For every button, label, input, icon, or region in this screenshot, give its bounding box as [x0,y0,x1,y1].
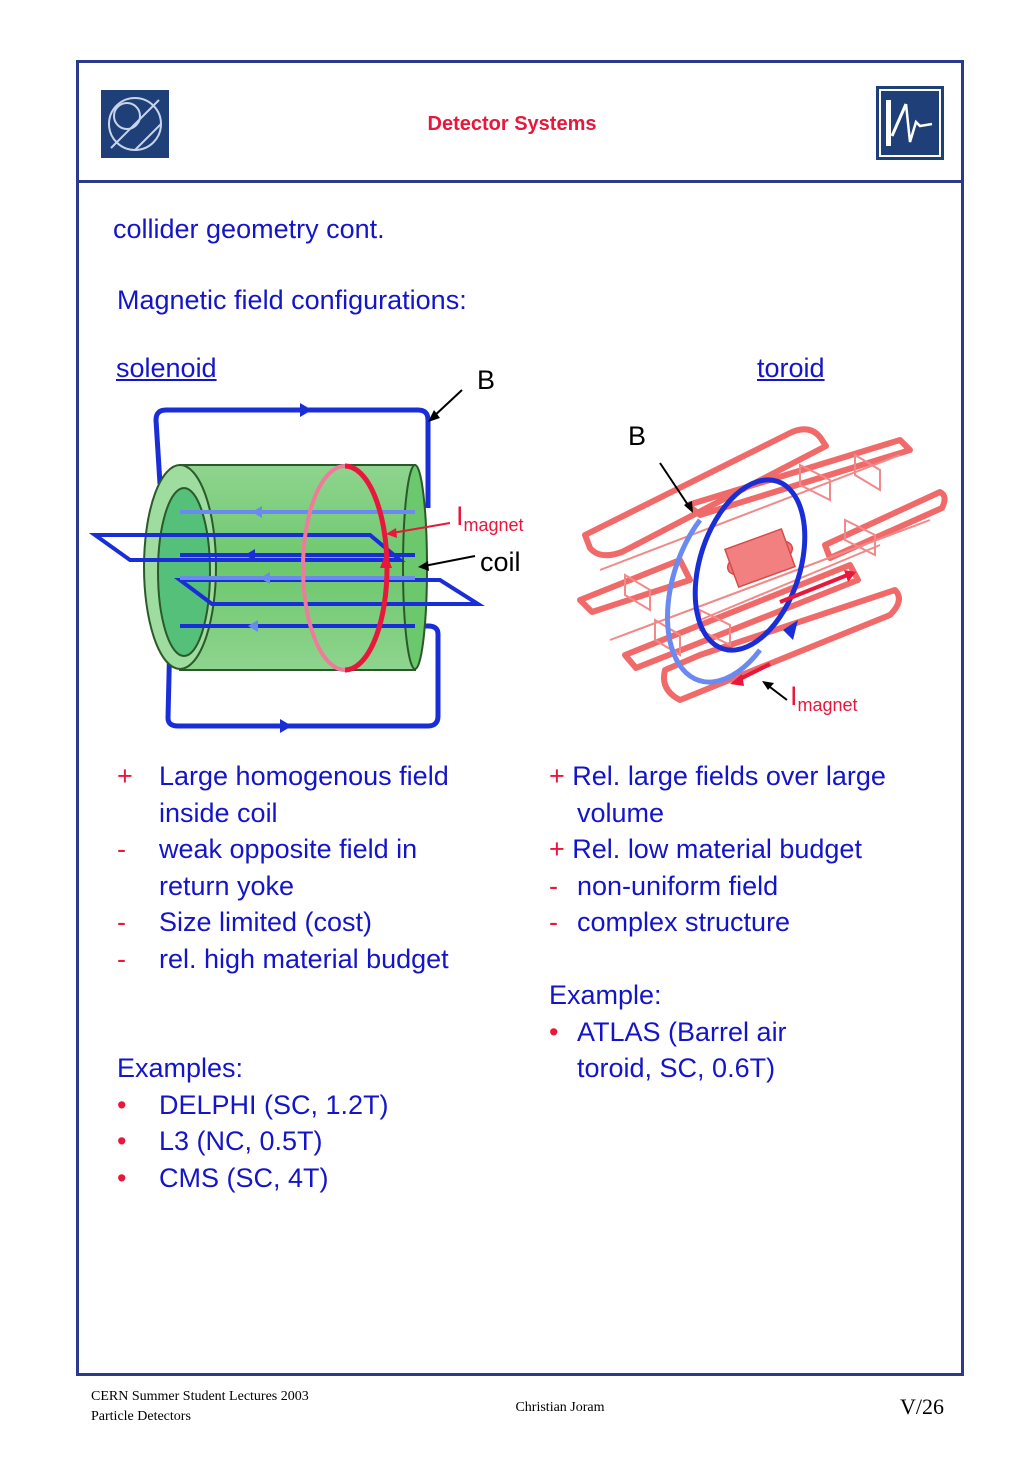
footer-line1: CERN Summer Student Lectures 2003 [91,1389,309,1404]
toroid-current-label: Imagnet [790,681,858,715]
solenoid-examples: Examples: •DELPHI (SC, 1.2T) •L3 (NC, 0.… [117,1050,389,1196]
list-item: •DELPHI (SC, 1.2T) [117,1089,389,1120]
slide-subtitle: Magnetic field configurations: [117,285,467,315]
footer-left: CERN Summer Student Lectures 2003 Partic… [91,1387,309,1427]
solenoid-label: solenoid [116,353,217,383]
list-item: -Size limited (cost) [117,907,373,937]
list-item-continuation: toroid, SC, 0.6T) [577,1053,776,1083]
header-title: Detector Systems [427,113,597,135]
solenoid-pros-cons: +Large homogenous field inside coil -wea… [117,758,449,977]
slide-frame [76,60,964,1376]
toroid-examples: Example: •ATLAS (Barrel air toroid, SC, … [549,977,787,1087]
list-item: -weak opposite field in [117,834,418,864]
list-item-continuation: volume [577,797,665,828]
list-item: + Rel. low material budget [549,834,862,864]
list-item: -non-uniform field [549,870,779,901]
toroid-pros-cons: + Rel. large fields over large volume + … [549,758,886,941]
examples-title: Examples: [117,1053,244,1083]
list-item: -complex structure [549,907,791,937]
list-item: +Large homogenous field [117,761,449,791]
solenoid-b-label: B [477,365,496,395]
coil-label: coil [480,547,521,577]
solenoid-current-label: Imagnet [456,501,524,535]
toroid-b-label: B [628,421,647,451]
header-separator [76,180,964,183]
footer-line2: Particle Detectors [91,1409,191,1424]
footer-author: Christian Joram [515,1400,605,1415]
cern-logo-icon [101,90,169,158]
list-item: •ATLAS (Barrel air [549,1016,787,1047]
examples-title: Example: [549,980,662,1010]
institute-logo-icon [876,86,944,160]
list-item: + Rel. large fields over large [549,761,886,791]
list-item: •CMS (SC, 4T) [117,1162,329,1193]
list-item: •L3 (NC, 0.5T) [117,1126,323,1156]
list-item: -rel. high material budget [117,943,449,974]
page-number: V/26 [900,1394,944,1419]
slide-title: collider geometry cont. [113,214,385,244]
list-item-continuation: inside coil [159,797,278,828]
list-item-continuation: return yoke [159,870,295,901]
toroid-label: toroid [757,353,825,383]
